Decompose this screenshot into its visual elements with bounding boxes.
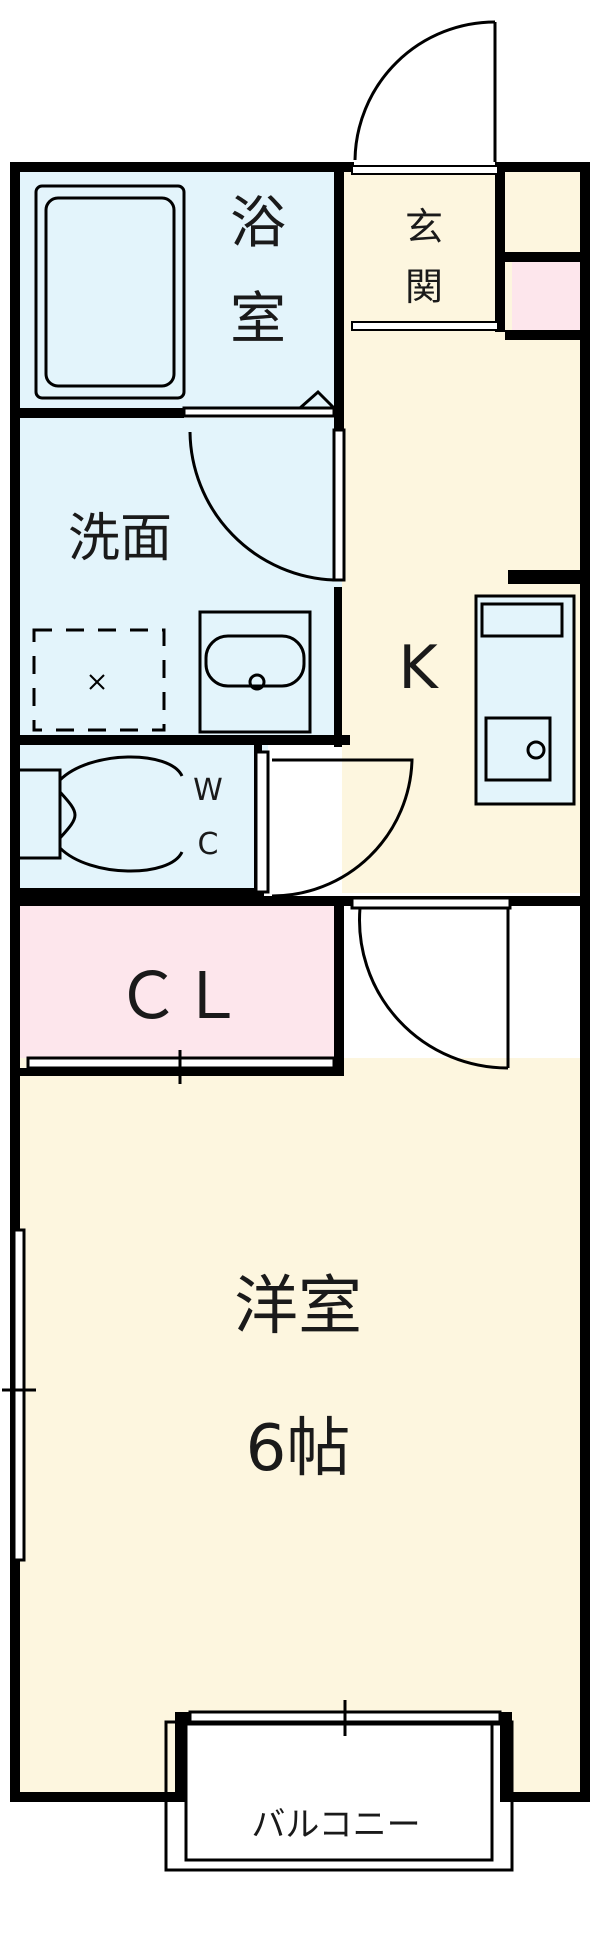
washroom-floor: [20, 418, 342, 743]
toilet-label-2: C: [198, 827, 219, 862]
closet-floor: [20, 902, 342, 1058]
entrance-label-2: 関: [405, 265, 443, 309]
kitchen-label: K: [398, 633, 439, 703]
entrance-threshold: [351, 165, 499, 175]
kitchen-stove: [480, 602, 564, 782]
toilet-label-1: W: [193, 773, 223, 808]
western-room-label: 洋室: [234, 1270, 362, 1344]
western-room-door: [350, 896, 512, 1070]
bath-label-1: 浴: [230, 191, 286, 256]
bathtub: [34, 184, 186, 400]
closet-doors: [26, 1050, 336, 1084]
entrance-label-1: 玄: [405, 205, 443, 249]
shoe-box: [512, 262, 582, 330]
washing-machine-space: [32, 628, 166, 732]
washroom-door: [188, 428, 346, 582]
toilet-fixture: [20, 755, 184, 873]
left-window: [2, 1228, 36, 1562]
entrance-floor: [350, 172, 500, 332]
closet-label: ＣＬ: [116, 960, 244, 1034]
toilet-door: [254, 750, 414, 898]
western-room-size: 6帖: [246, 1412, 351, 1486]
bath-door: [182, 389, 336, 418]
balcony-railing: [164, 1720, 514, 1872]
balcony-floor: [175, 1720, 511, 1865]
wash-basin: [198, 610, 312, 734]
kitchen-counter: [474, 594, 576, 806]
entrance-door: [353, 20, 497, 162]
washroom-label: 洗面: [68, 509, 172, 569]
bath-floor: [20, 172, 342, 410]
entrance-step: [351, 321, 499, 331]
washing-machine-cross: [89, 674, 105, 690]
western-room-floor: [20, 1058, 584, 1793]
bath-label-2: 室: [230, 287, 286, 352]
balcony-label: バルコニー: [251, 1805, 420, 1845]
